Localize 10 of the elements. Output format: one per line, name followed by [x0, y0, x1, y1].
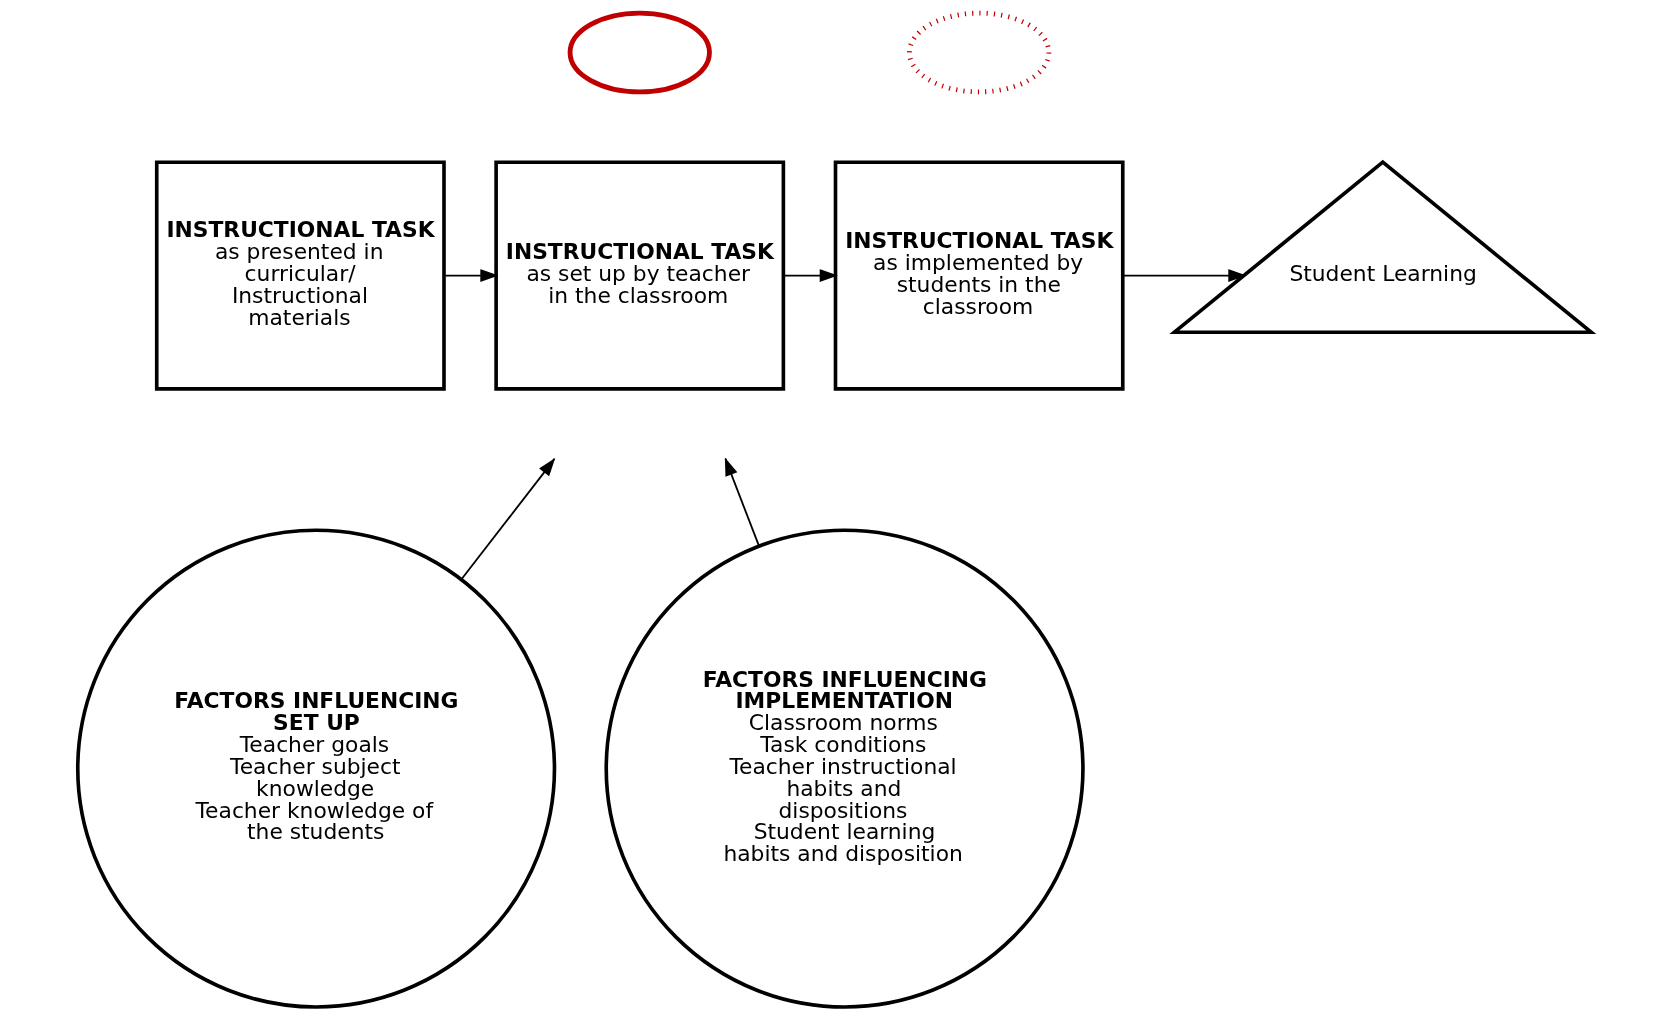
node-circle: [906, 10, 1051, 95]
node-box: INSTRUCTIONAL TASK as set up by teacher in the classroom: [493, 160, 785, 391]
node-circle: FACTORS INFLUENCING SET UP Teacher goals Teacher subject knowledge Teacher knowledge of the students: [75, 528, 556, 1009]
arrow: [782, 269, 838, 282]
node-circle: [567, 10, 712, 95]
node-circle: FACTORS INFLUENCING IMPLEMENTATION Classroom norms Task conditions Teacher instructional habits and dispositions Student learning habits and disposition: [603, 528, 1085, 1009]
arrow: [1121, 269, 1246, 282]
node-box: INSTRUCTIONAL TASK as presented in curricular/ Instructional materials: [154, 160, 446, 391]
arrow: [442, 269, 498, 282]
node-box: INSTRUCTIONAL TASK as implemented by students in the classroom: [833, 160, 1125, 391]
